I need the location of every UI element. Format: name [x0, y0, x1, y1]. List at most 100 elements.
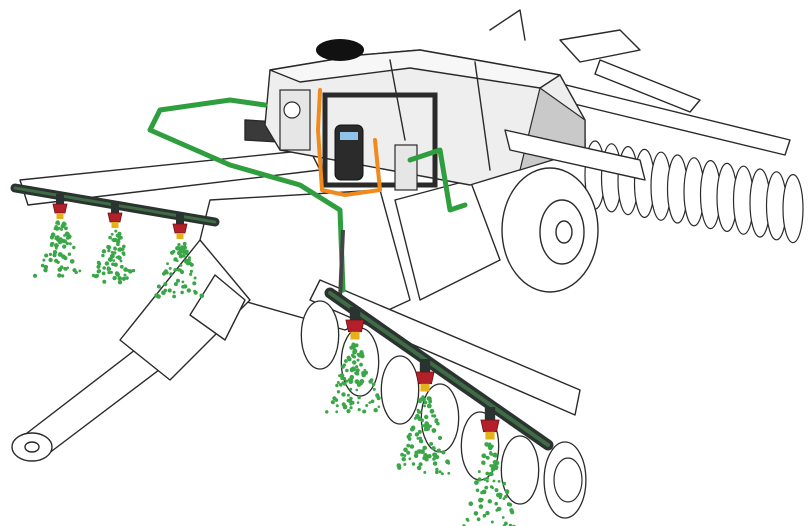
nozzle-icon	[52, 194, 68, 219]
spray-droplet	[432, 461, 438, 466]
spray-droplet	[474, 480, 479, 485]
spray-droplet	[492, 453, 497, 458]
spray-droplet	[481, 453, 487, 459]
nozzle-tip	[176, 233, 184, 239]
spray-droplet	[119, 259, 123, 263]
spray-droplet	[485, 455, 489, 459]
spray-droplet	[334, 398, 339, 402]
spray-droplet	[181, 285, 185, 289]
spray-droplet	[125, 276, 129, 280]
spray-droplet	[351, 366, 357, 372]
spray-droplet	[54, 243, 59, 248]
spray-droplet	[101, 271, 106, 276]
spray-droplet	[48, 257, 53, 263]
spray-droplet	[369, 378, 374, 382]
spray-droplet	[59, 267, 63, 270]
spray-droplet	[431, 428, 437, 433]
spray-droplet	[438, 470, 442, 474]
spray-droplet	[416, 465, 422, 471]
valve-right	[394, 144, 418, 191]
spray-droplet	[118, 247, 123, 252]
spray-droplet	[356, 401, 360, 404]
rear-frame-arm	[594, 59, 701, 113]
spray-droplet	[342, 363, 347, 367]
spray-droplet	[356, 358, 360, 362]
harrow-disc-icon	[380, 355, 420, 425]
spray-droplet	[441, 450, 446, 455]
spray-droplet	[428, 424, 432, 428]
spray-droplet	[375, 393, 380, 398]
spray-droplet	[179, 268, 182, 272]
spray-droplet	[484, 485, 489, 490]
spray-droplet	[413, 453, 419, 459]
spray-droplet	[189, 269, 193, 273]
spray-droplet	[67, 252, 72, 256]
spray-droplet	[406, 450, 411, 455]
spray-droplet	[106, 245, 111, 249]
spray-droplet	[418, 436, 422, 440]
spray-droplet	[373, 408, 378, 413]
spray-droplet	[161, 290, 166, 296]
hose-lines	[147, 88, 468, 301]
spray-pattern	[32, 220, 516, 526]
spray-droplet	[504, 494, 508, 499]
spray-droplet	[432, 457, 436, 461]
spray-droplet	[475, 488, 480, 493]
spray-droplet	[32, 273, 38, 278]
nozzle-body	[52, 203, 68, 214]
spray-droplet	[173, 282, 178, 287]
spray-droplet	[414, 432, 420, 437]
spray-droplet	[403, 454, 407, 458]
spray-droplet	[63, 256, 68, 261]
spray-droplet	[415, 413, 420, 419]
green-hose-return	[407, 147, 468, 213]
spray-droplet	[418, 410, 422, 414]
spray-droplet	[172, 294, 177, 299]
spray-droplet	[481, 460, 486, 465]
spray-droplet	[40, 263, 45, 268]
spray-droplet	[355, 368, 360, 373]
boom-right-highlight	[328, 291, 550, 447]
harrow-disc-icon	[500, 435, 540, 505]
spray-droplet	[341, 392, 346, 397]
nozzle-icon	[480, 407, 500, 440]
spray-droplet	[113, 262, 118, 267]
spray-droplet	[370, 399, 375, 404]
spray-droplet	[432, 452, 437, 458]
spray-droplet	[101, 253, 105, 258]
spray-droplet	[501, 516, 505, 519]
spray-droplet	[497, 507, 502, 511]
spray-droplet	[357, 395, 361, 400]
spray-droplet	[60, 274, 65, 278]
spray-droplet	[423, 404, 426, 408]
spray-droplet	[57, 252, 63, 257]
spray-droplet	[482, 513, 487, 518]
spray-droplet	[110, 232, 114, 236]
spray-droplet	[168, 266, 172, 270]
spray-droplet	[477, 470, 481, 474]
spray-droplet	[422, 445, 428, 451]
spray-droplet	[359, 362, 363, 367]
spray-droplet	[42, 258, 46, 262]
spray-droplet	[60, 227, 63, 231]
spray-droplet	[341, 402, 346, 407]
spray-droplet	[123, 267, 128, 272]
spray-droplet	[54, 246, 58, 250]
spray-boom-icon	[324, 287, 554, 451]
spray-droplet	[421, 395, 425, 399]
spray-droplet	[436, 448, 441, 453]
nozzle-body	[345, 319, 365, 333]
right-wing-frame	[309, 279, 581, 416]
spray-droplet	[476, 517, 481, 522]
spray-droplet	[64, 226, 68, 231]
spray-droplet	[496, 461, 500, 465]
harrow-disc-icon	[543, 441, 587, 519]
a-frame-left	[119, 239, 251, 381]
spray-droplet	[414, 450, 419, 455]
harrow-disc-icon	[300, 300, 340, 370]
spray-droplet	[341, 381, 345, 385]
spray-droplet	[377, 405, 381, 409]
nozzle-icon	[345, 307, 365, 340]
spray-droplet	[48, 252, 53, 256]
spray-droplet	[445, 459, 450, 465]
